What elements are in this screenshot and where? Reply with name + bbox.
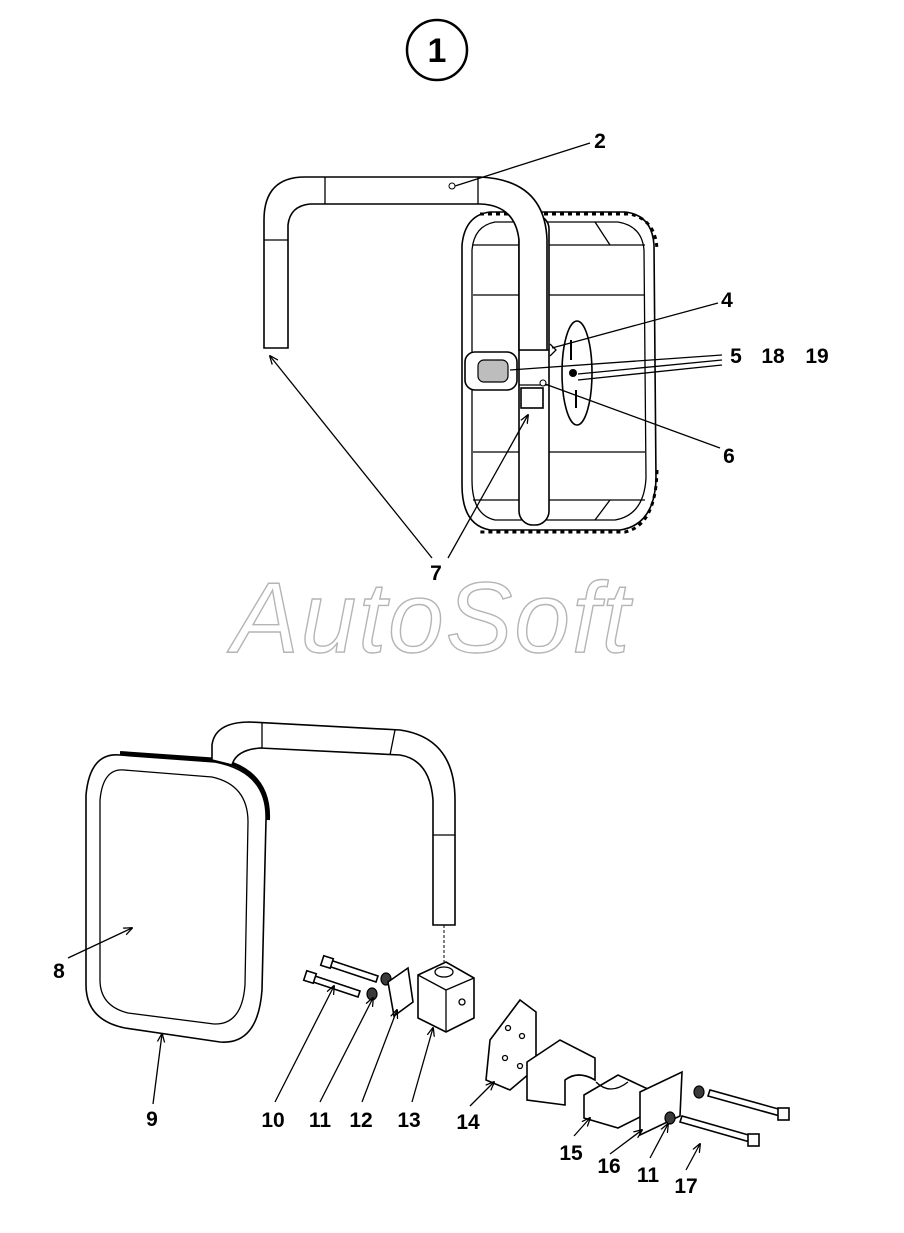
mirror-assembly-top-view xyxy=(263,176,659,534)
callout-7: 7 xyxy=(430,562,442,585)
callout-19: 19 xyxy=(805,345,828,368)
mirror-frame xyxy=(85,754,267,1043)
callout-12: 12 xyxy=(349,1109,372,1132)
callout-17: 17 xyxy=(674,1175,697,1198)
mirror-housing-inner-edge xyxy=(471,221,647,521)
callout-11-left: 11 xyxy=(309,1109,332,1132)
callout-18: 18 xyxy=(761,345,785,368)
callout-2: 2 xyxy=(594,130,606,153)
callout-11-right: 11 xyxy=(637,1164,660,1187)
lower-clamp-block xyxy=(520,387,544,409)
plate-12 xyxy=(387,966,414,1018)
label-plate-screw xyxy=(569,369,577,377)
exploded-arm-tube xyxy=(211,721,456,926)
callout-6: 6 xyxy=(723,445,735,468)
clamp-block-13 xyxy=(417,961,475,1033)
bracket-14 xyxy=(485,998,537,1091)
housing-clamp-recess xyxy=(477,359,509,383)
callout-labels: 2 4 5 18 19 6 7 8 9 10 11 12 13 14 15 16… xyxy=(53,130,829,1198)
leader-lines-top xyxy=(270,142,723,559)
leader-lines-bottom xyxy=(67,928,700,1171)
figure-number: 1 xyxy=(428,32,447,70)
clamp-screw-6 xyxy=(539,379,547,387)
callout-16: 16 xyxy=(597,1155,620,1178)
callout-14: 14 xyxy=(456,1111,480,1134)
callout-15: 15 xyxy=(559,1142,583,1165)
bolt-10 xyxy=(302,954,380,999)
callout-4: 4 xyxy=(721,289,733,312)
mirror-assembly-exploded xyxy=(85,721,790,1147)
callout-13: 13 xyxy=(397,1109,420,1132)
mirror-arm-tube xyxy=(263,176,548,351)
mirror-glass-edge xyxy=(99,769,249,1025)
bolt-17 xyxy=(678,1089,790,1147)
callout-10: 10 xyxy=(261,1109,284,1132)
callout-9: 9 xyxy=(146,1108,158,1131)
arm-rivet xyxy=(448,182,456,190)
washer-11-c xyxy=(693,1085,705,1099)
washer-11-d xyxy=(664,1111,676,1125)
clamp-halves-15 xyxy=(526,1039,651,1129)
callout-5: 5 xyxy=(730,345,742,368)
figure-number-badge: 1 xyxy=(405,18,469,82)
housing-ribs xyxy=(473,221,645,521)
housing-dashed-edge xyxy=(480,212,659,534)
screw-4 xyxy=(549,343,557,357)
watermark-text: AutoSoft xyxy=(227,562,634,674)
plate-16 xyxy=(639,1070,683,1137)
callout-8: 8 xyxy=(53,960,65,983)
washer-11-b xyxy=(366,987,378,1001)
